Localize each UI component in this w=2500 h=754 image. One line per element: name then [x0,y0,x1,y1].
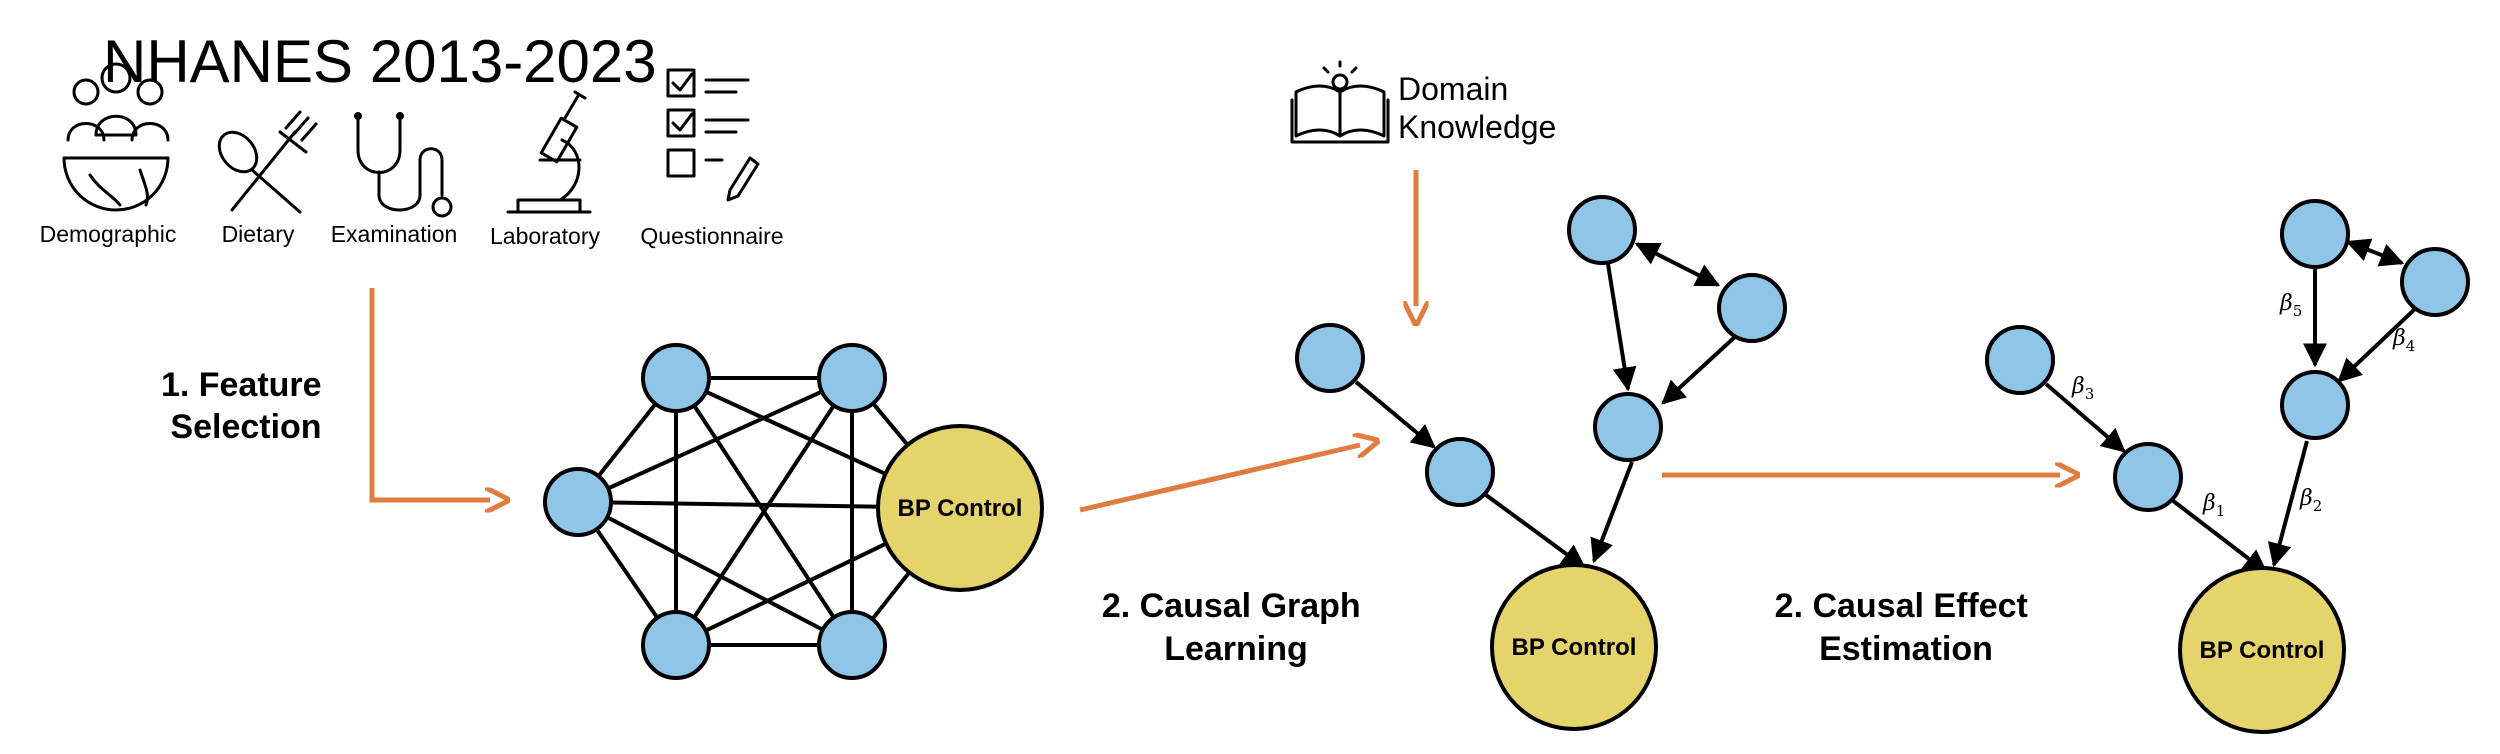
edge [1606,263,1637,392]
feature-node [2400,247,2470,317]
feature-node [817,610,887,680]
edge [1634,242,1721,287]
dietary-category: Dietary [217,110,318,247]
bp-control-label: BP Control [2200,637,2325,664]
feature-node [641,343,711,413]
questionnaire-category: Questionnaire [640,68,784,249]
causal-graph-label: 2. Causal Graph Learning [1102,587,1370,668]
category-label-dietary: Dietary [222,221,295,247]
spoon-fork-icon [217,110,318,214]
edge [2267,440,2309,568]
causal-graph-arrow [1079,445,1360,513]
domain-knowledge-label: Domain Knowledge [1398,71,1556,145]
bp-control-node [2178,566,2346,734]
category-label-laboratory: Laboratory [490,223,600,249]
full-graph: BP Control [543,343,1044,680]
edge [2337,305,2419,383]
feature-node [641,610,711,680]
feature-node [1985,325,2055,395]
effect-graph: BP Control β1 β2 β3 β4 β5 [1985,199,2470,734]
category-label-questionnaire: Questionnaire [640,223,783,249]
feature-node [543,467,613,537]
edge [577,376,853,504]
edge [2170,498,2268,574]
bp-control-label: BP Control [1512,634,1637,661]
category-label-examination: Examination [331,221,458,247]
edge [577,500,853,647]
edge [1661,333,1739,405]
feature-selection-arrow [369,288,490,500]
feature-node [817,343,887,413]
bp-control-node [876,424,1044,592]
edge [1590,461,1634,564]
category-label-demographic: Demographic [40,221,177,247]
beta-2-label: β2 [2299,486,2322,515]
domain-knowledge: Domain Knowledge [1290,60,1556,306]
beta-3-label: β3 [2071,374,2094,403]
feature-selection-label: 1. Feature Selection [161,366,331,446]
book-lightbulb-icon [1290,60,1390,144]
feature-node [1425,437,1495,507]
dataset-title: NHANES 2013-2023 [103,28,657,95]
checklist-icon [666,68,760,202]
bp-control-node [1490,563,1658,731]
learned-graph: BP Control [1295,195,1787,731]
edge [674,376,854,647]
stethoscope-icon [354,112,453,218]
feature-node [1593,392,1663,462]
feature-node [1295,323,1365,393]
demographic-category: Demographic [40,62,177,247]
feature-node [2280,370,2350,440]
people-globe-icon [62,62,170,212]
edge [1354,380,1436,449]
edge [2044,382,2126,453]
edge [1484,493,1586,569]
feature-node [1717,273,1787,343]
beta-4-label: β4 [2392,326,2415,355]
edge [2345,238,2405,267]
beta-5-label: β5 [2279,291,2302,320]
feature-node [1567,195,1637,265]
examination-category: Examination [331,112,458,247]
causal-effect-label: 2. Causal Effect Estimation [1775,587,2038,668]
bp-control-label: BP Control [898,495,1023,522]
laboratory-category: Laboratory [490,90,600,249]
feature-node [2113,442,2183,512]
microscope-icon [506,90,592,214]
feature-node [2280,199,2350,269]
beta-1-label: β1 [2202,491,2225,520]
